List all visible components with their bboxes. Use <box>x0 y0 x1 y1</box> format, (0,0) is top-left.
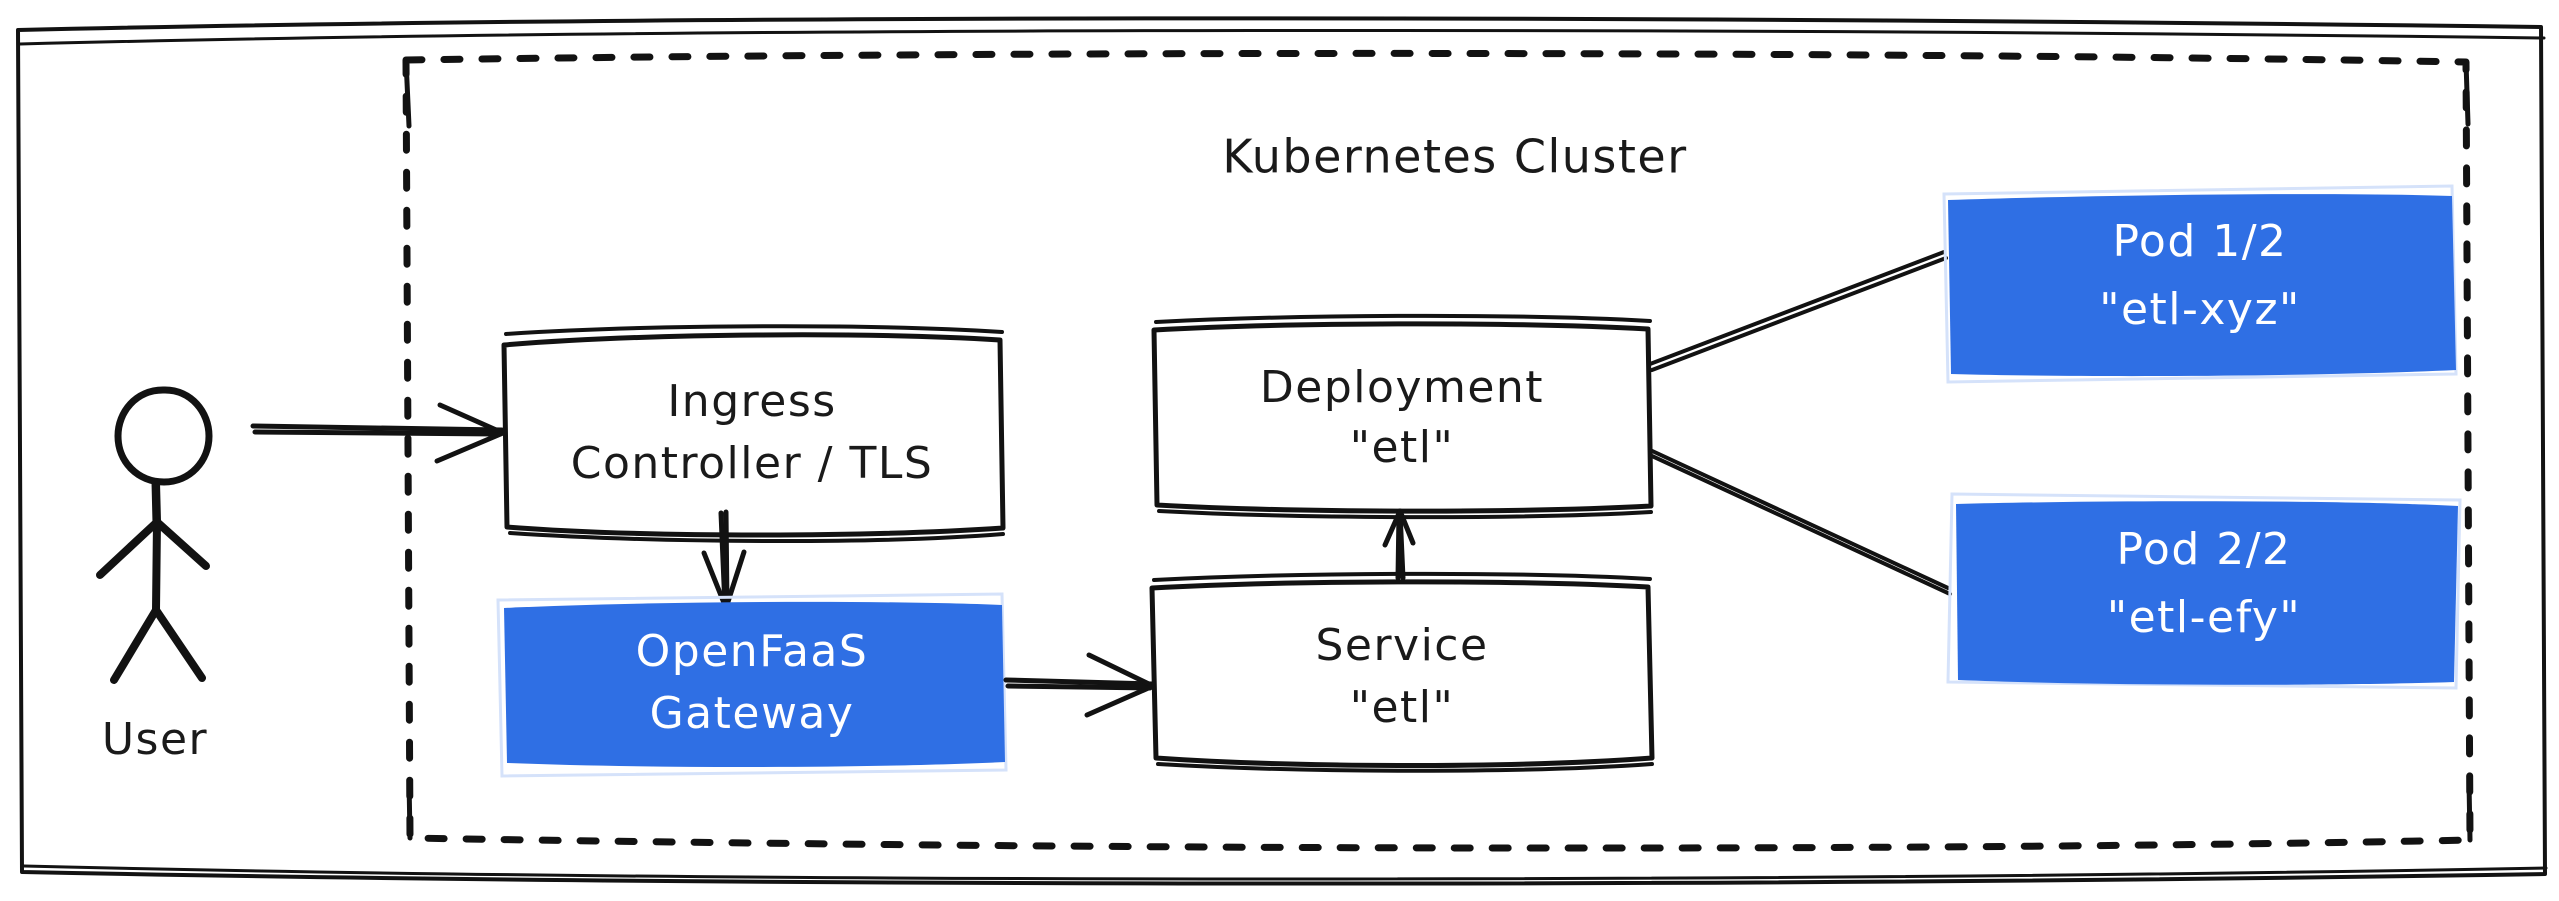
gateway-label-line2: Gateway <box>650 688 855 739</box>
node-pod-2[interactable] <box>1946 492 2462 690</box>
edge-ingress-to-gateway <box>701 509 747 611</box>
node-pod-1[interactable] <box>1942 184 2458 384</box>
node-deployment[interactable] <box>1151 313 1654 520</box>
kubernetes-cluster-boundary <box>402 49 2474 852</box>
edge-deployment-to-pod1 <box>1648 250 1948 372</box>
ingress-label-line1: Ingress <box>667 376 836 427</box>
pod2-label-line2: "etl-efy" <box>2107 592 2301 643</box>
gateway-label-line1: OpenFaaS <box>636 626 869 677</box>
service-label-line2: "etl" <box>1350 682 1455 733</box>
user-label: User <box>102 714 208 765</box>
cluster-label: Kubernetes Cluster <box>1222 130 1687 184</box>
edge-gateway-to-service <box>1003 652 1156 718</box>
deployment-label-line1: Deployment <box>1260 362 1544 413</box>
deployment-label-line2: "etl" <box>1350 422 1455 473</box>
node-service[interactable] <box>1149 571 1655 773</box>
edge-service-to-deployment <box>1382 508 1416 581</box>
pod1-label-line1: Pod 1/2 <box>2112 216 2287 267</box>
node-ingress-controller[interactable] <box>501 324 1006 544</box>
outer-frame <box>16 16 2548 886</box>
pod1-label-line2: "etl-xyz" <box>2099 284 2301 335</box>
edge-deployment-to-pod2 <box>1648 448 1952 596</box>
stick-figure-icon <box>96 386 213 684</box>
ingress-label-line2: Controller / TLS <box>571 438 934 489</box>
pod2-label-line1: Pod 2/2 <box>2116 524 2291 575</box>
edge-user-to-ingress <box>250 402 506 464</box>
service-label-line1: Service <box>1315 620 1488 671</box>
node-openfaas-gateway[interactable] <box>496 592 1008 778</box>
